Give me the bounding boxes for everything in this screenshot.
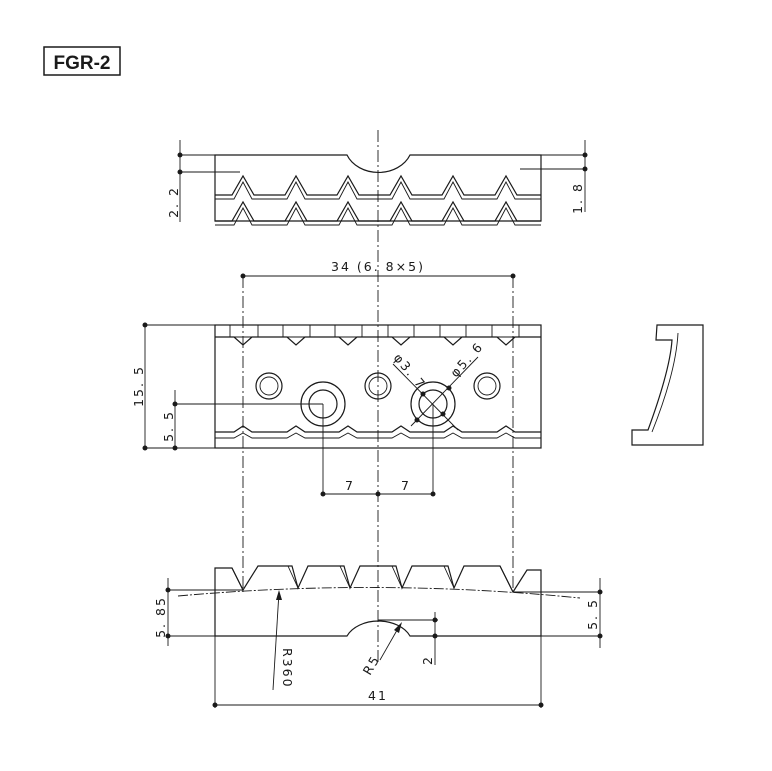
string-hole	[255, 372, 283, 400]
dim-point	[414, 417, 420, 423]
radius-arc	[177, 587, 581, 599]
string-hole-inner	[368, 376, 388, 396]
string-hole-inner	[259, 376, 279, 396]
dim-point	[597, 589, 603, 595]
string-hole	[473, 372, 501, 400]
dim-point	[582, 152, 588, 158]
dim-notch-depth: 2	[420, 655, 435, 665]
string-holes	[255, 372, 501, 400]
bottom-tooth-edges	[231, 565, 514, 593]
dim-point	[375, 491, 381, 497]
dim-point	[538, 702, 544, 708]
dim-point	[440, 411, 446, 417]
dim-point	[172, 401, 178, 407]
dim-point	[172, 445, 178, 451]
top-teeth-row-2-inner	[215, 207, 541, 226]
top-teeth-row-1-inner	[215, 181, 541, 200]
front-bottom-teeth	[215, 425, 541, 433]
radius-arrow	[276, 590, 282, 600]
front-top-grooves	[229, 325, 520, 337]
dim-right-offset: 7	[401, 478, 411, 493]
side-view	[631, 324, 704, 446]
front-bottom-teeth-inner	[215, 432, 541, 439]
dim-point	[432, 633, 438, 639]
dim-bottom-left-height: 5. 85	[153, 596, 168, 638]
dim-point	[142, 322, 148, 328]
dim-left-offset: 7	[345, 478, 355, 493]
bottom-view-outline	[214, 565, 542, 637]
dim-top-right-height: 1. 8	[570, 182, 585, 214]
top-teeth-row-1	[215, 174, 541, 196]
front-view: 34 (6. 8×5)	[131, 259, 542, 592]
dim-point	[446, 385, 452, 391]
dim-overall-height: 15. 5	[131, 365, 146, 407]
dim-point	[430, 491, 436, 497]
dim-point	[432, 617, 438, 623]
dim-point	[320, 491, 326, 497]
dim-point	[177, 152, 183, 158]
radius-arrow	[394, 622, 402, 633]
dia-leader-small	[392, 363, 459, 431]
front-view-outline	[214, 324, 542, 449]
dim-small-radius: R5	[360, 652, 383, 677]
dim-point	[142, 445, 148, 451]
side-view-curve	[651, 332, 679, 433]
string-hole	[364, 372, 392, 400]
dim-point	[420, 391, 426, 397]
dim-hole-height: 5. 5	[161, 410, 176, 442]
radius-leader	[272, 591, 280, 691]
title-box	[43, 46, 121, 76]
dim-large-radius: R360	[280, 648, 295, 689]
side-view-outline	[631, 324, 704, 446]
dim-point	[597, 633, 603, 639]
dim-point	[165, 587, 171, 593]
title-block: FGR-2	[43, 46, 121, 76]
dim-pitch: 34 (6. 8×5)	[331, 259, 425, 274]
dim-bottom-right-height: 5. 5	[585, 598, 600, 630]
dim-overall-width: 41	[368, 688, 388, 703]
dim-hole-dia-small: φ3. 7	[391, 350, 430, 392]
dim-point	[165, 633, 171, 639]
dia-leader-large	[410, 356, 479, 427]
top-view: 2. 2 1. 8	[166, 140, 588, 226]
dim-point	[582, 166, 588, 172]
dim-point	[212, 702, 218, 708]
dim-point	[177, 169, 183, 175]
top-teeth-row-2	[215, 200, 541, 222]
top-view-outline	[214, 154, 542, 222]
string-hole-inner	[477, 376, 497, 396]
drawing-title: FGR-2	[54, 53, 111, 74]
dim-top-left-height: 2. 2	[166, 186, 181, 218]
